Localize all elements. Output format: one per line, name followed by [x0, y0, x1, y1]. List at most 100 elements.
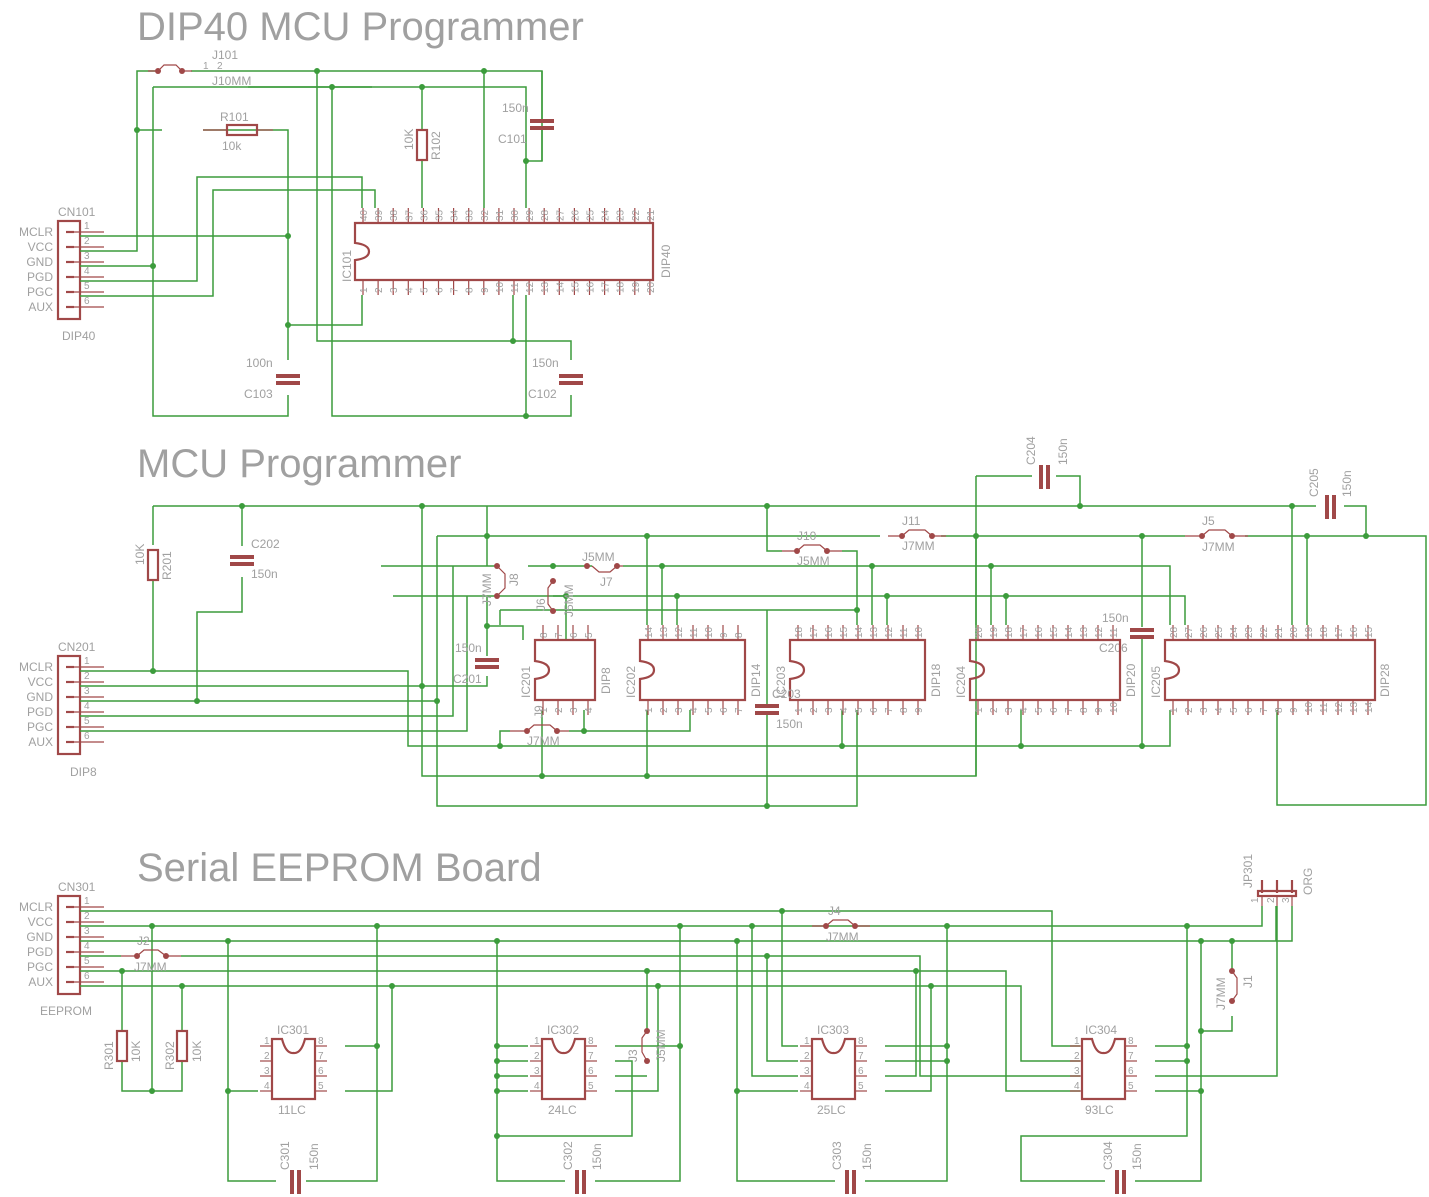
connector-body [56, 219, 82, 321]
ic-pin-number: 25 [586, 209, 597, 221]
c103-name: C103 [244, 387, 273, 401]
pin-number: 3 [84, 251, 90, 262]
ic-pin-number: 4 [1214, 707, 1225, 713]
jumper-j101[interactable] [148, 64, 192, 74]
ic-pin-number: 10 [1109, 701, 1120, 713]
ic-pin-number: 9 [719, 632, 730, 638]
capacitor-c102 [559, 374, 583, 385]
j5-value: J7MM [1202, 540, 1235, 554]
ic-pin-number: 19 [989, 626, 1000, 638]
signal-label: MCLR [19, 900, 53, 914]
ic-pin-number: 35 [435, 209, 446, 221]
jumper-j2[interactable] [121, 949, 181, 959]
c301-name: C301 [278, 1141, 292, 1170]
ic-pin-number: 14 [1364, 701, 1375, 713]
ic-pin-number: 8 [858, 1036, 864, 1047]
j1-name: J1 [1241, 975, 1255, 988]
ic304-name: IC304 [1085, 1023, 1117, 1037]
jumper-j1[interactable] [1229, 968, 1238, 1004]
ic205-dip28: 1282273264255246237228219201019111812171… [1163, 625, 1377, 715]
capacitor-c301 [290, 1170, 301, 1194]
ic-pin-number: 4 [1074, 1081, 1080, 1092]
r201-name: R201 [160, 551, 174, 580]
ic101-name: IC101 [340, 250, 354, 282]
ic-pin-number: 6 [318, 1066, 324, 1077]
capacitor-c204 [1039, 465, 1050, 489]
ic-pin-number: 18 [1319, 626, 1330, 638]
ic-pin-number: 6 [869, 707, 880, 713]
jumper-j8[interactable] [494, 563, 506, 599]
pin-number: 2 [84, 671, 90, 682]
ic-pin-number: 29 [525, 209, 536, 221]
ic-pin-number: 3 [1199, 707, 1210, 713]
ic-pin-number: 6 [719, 707, 730, 713]
ic-body [353, 221, 655, 282]
ic-pin-number: 5 [584, 632, 595, 638]
connector-body [56, 654, 82, 756]
ic-pin-number: 15 [570, 281, 581, 293]
ic-pin-number: 7 [884, 707, 895, 713]
ic301-name: IC301 [277, 1023, 309, 1037]
jumper-j9[interactable] [510, 724, 569, 734]
jumper-j7[interactable] [584, 563, 623, 573]
cn201-name: CN201 [58, 640, 96, 654]
signal-label: PGC [27, 720, 53, 734]
junctions-s3 [119, 908, 1235, 1139]
resistor-r101 [203, 123, 273, 137]
connector-body [56, 894, 82, 996]
ic-pin-number: 14 [644, 626, 655, 638]
ic-pin-number: 16 [1034, 626, 1045, 638]
signal-label: AUX [28, 735, 53, 749]
ic-pin-number: 3 [264, 1066, 270, 1077]
c201-value: 150n [455, 641, 482, 655]
ic-body [1163, 638, 1377, 702]
ic-pin-number: 7 [450, 287, 461, 293]
signal-label: VCC [28, 915, 54, 929]
r301-value: 10K [129, 1041, 143, 1062]
c102-name: C102 [528, 387, 557, 401]
ic-pin-number: 8 [1128, 1036, 1134, 1047]
ic-body [788, 638, 927, 702]
r102-name: R102 [429, 131, 443, 160]
jumper-j11[interactable] [888, 529, 946, 539]
jumper-j5[interactable] [1185, 529, 1248, 539]
j2-name: J2 [137, 934, 150, 948]
resistor-r102 [415, 128, 429, 162]
ic-pin-number: 1 [264, 1036, 270, 1047]
ic-pin-number: 2 [809, 707, 820, 713]
ic303-name: IC303 [817, 1023, 849, 1037]
ic-pin-number: 38 [389, 209, 400, 221]
capacitor-c205 [1325, 495, 1336, 519]
ic-pin-number: 7 [858, 1051, 864, 1062]
ic-pin-number: 5 [588, 1081, 594, 1092]
ic-body [968, 638, 1122, 702]
ic-pin-number: 18 [794, 626, 805, 638]
jumper-j4[interactable] [812, 919, 870, 929]
signal-label: PGD [27, 270, 53, 284]
jumper-j6[interactable] [547, 578, 556, 614]
ic-body [1080, 1037, 1127, 1101]
capacitor-c203 [755, 704, 779, 715]
ic-pin-number: 15 [1364, 626, 1375, 638]
j4-value: J7MM [826, 930, 859, 944]
ic-pin-number: 6 [1244, 707, 1255, 713]
ic-pin-number: 4 [534, 1081, 540, 1092]
jumper-j3[interactable] [641, 1028, 650, 1064]
ic-pin-number: 10 [704, 626, 715, 638]
ic-pin-number: 1 [794, 707, 805, 713]
ic-pin-number: 11 [1319, 702, 1330, 713]
ic-pin-number: 31 [495, 209, 506, 221]
ic-pin-number: 17 [1334, 626, 1345, 638]
r101-name: R101 [220, 110, 249, 124]
header-jp301[interactable] [1256, 880, 1298, 942]
ic-pin-number: 13 [869, 626, 880, 638]
section-title-dip40: DIP40 MCU Programmer [137, 5, 584, 49]
ic-pin-number: 2 [659, 707, 670, 713]
jumper-j10[interactable] [782, 544, 842, 554]
c301-value: 150n [307, 1143, 321, 1170]
ic-pin-number: 9 [1289, 707, 1300, 713]
